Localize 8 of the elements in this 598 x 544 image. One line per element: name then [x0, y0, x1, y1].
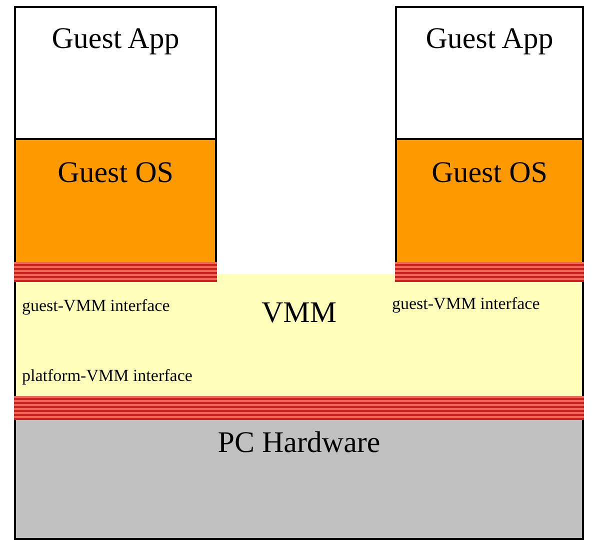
- guest-os-layer: Guest OS: [395, 138, 584, 264]
- interface-label: guest-VMM interface: [392, 294, 540, 314]
- guest-app-layer: Guest App: [395, 6, 584, 140]
- interface-label: guest-VMM interface: [22, 296, 170, 316]
- guest-app-layer: Guest App: [14, 6, 217, 140]
- guest-os-layer: Guest OS: [14, 138, 217, 264]
- hardware-layer: PC Hardware: [14, 418, 584, 540]
- interface-label: platform-VMM interface: [22, 366, 192, 386]
